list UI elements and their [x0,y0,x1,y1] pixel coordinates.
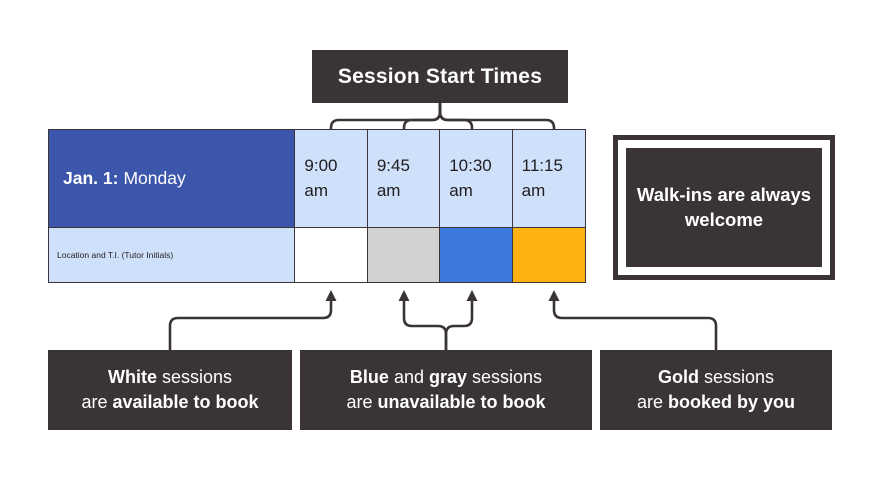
session-slot-unavailable-blue[interactable] [439,227,514,283]
time-meridiem-4: am [521,180,546,200]
legend-bluegray-line-1: Blue and gray sessions [349,367,543,388]
time-value-2: 9:45 [376,156,410,176]
session-slot-booked-gold[interactable] [511,227,586,283]
time-value-1: 9:00 [304,156,338,176]
day-name-label: Monday [123,168,186,189]
session-start-times-title-box: Session Start Times [312,50,568,103]
arrowhead-up-gold [548,290,560,301]
schedule-table: Jan. 1: Monday 9:00 am 9:45 am 10:30 am … [48,129,592,283]
day-header-cell: Jan. 1: Monday [48,129,296,229]
walkins-callout-box: Walk-ins are always welcome [613,135,835,280]
session-slot-available-white[interactable] [294,227,369,283]
time-header-cell-2[interactable]: 9:45 am [366,129,441,229]
legend-white-line-2: are available to book [81,392,259,412]
legend-white-line-1: White sessions [107,367,233,388]
time-header-cell-4[interactable]: 11:15 am [511,129,586,229]
time-value-3: 10:30 [449,156,492,176]
arrowhead-up-gray [398,290,410,301]
time-meridiem-2: am [376,180,401,200]
walkins-callout-inner: Walk-ins are always welcome [626,148,822,267]
table-row-header: Jan. 1: Monday 9:00 am 9:45 am 10:30 am … [48,129,592,229]
legend-gold-line-2: are booked by you [636,392,796,412]
walkins-line-2: always welcome [684,183,812,230]
day-date-label: Jan. 1: [63,168,119,189]
legend-box-gold: Gold sessions are booked by you [600,350,832,430]
legend-box-blue-gray: Blue and gray sessions are unavailable t… [300,350,592,430]
legend-gold-line-1: Gold sessions [657,367,775,388]
location-tutor-initials-label: Location and T.I. (Tutor Initials) [57,249,174,260]
legend-box-white: White sessions are available to book [48,350,292,430]
location-tutor-initials-cell: Location and T.I. (Tutor Initials) [48,227,296,283]
walkins-line-1: Walk-ins are [636,183,746,205]
title-label: Session Start Times [337,64,543,88]
legend-bluegray-line-2: are unavailable to book [346,392,546,412]
table-row-sessions: Location and T.I. (Tutor Initials) [48,227,592,283]
time-value-4: 11:15 [521,156,563,176]
arrowhead-up-blue [466,290,478,301]
time-header-cell-3[interactable]: 10:30 am [439,129,514,229]
time-meridiem-1: am [304,180,329,200]
session-slot-unavailable-gray[interactable] [366,227,441,283]
time-header-cell-1[interactable]: 9:00 am [294,129,369,229]
time-meridiem-3: am [449,180,473,200]
arrowhead-up-white [325,290,337,301]
